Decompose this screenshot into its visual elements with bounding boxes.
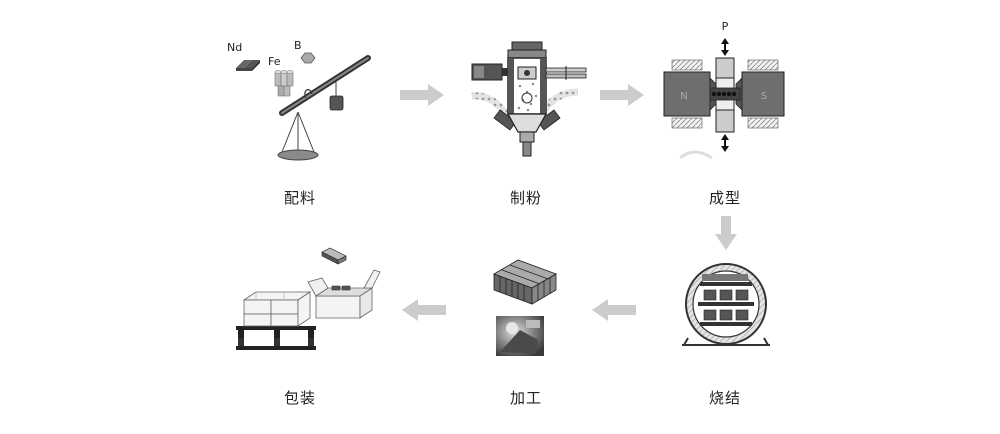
pole-s-label: S [761, 91, 767, 102]
flow-arrow-2-to-3 [600, 84, 644, 106]
packaging-illustration [236, 248, 380, 350]
element-nd-label: Nd [227, 41, 242, 54]
press-illustration: P N S [664, 20, 784, 158]
pressure-arrow-top-icon [721, 38, 729, 56]
element-fe-label: Fe [268, 55, 281, 68]
pole-n-label: N [680, 91, 687, 102]
machining-illustration [494, 260, 556, 356]
sintering-furnace-illustration [682, 264, 770, 345]
machining-photo [496, 316, 544, 356]
magnet-block-icon [322, 248, 346, 264]
step-label-batching: 配料 [240, 187, 360, 208]
b-hexagon-icon [301, 53, 315, 63]
step-label-powder-making: 制粉 [466, 187, 586, 208]
step-label-packaging: 包装 [240, 387, 360, 408]
pressure-arrow-bottom-icon [721, 134, 729, 152]
flow-arrow-4-to-5 [592, 299, 636, 321]
flow-arrow-5-to-6 [402, 299, 446, 321]
nd-ingots-icon [236, 60, 260, 71]
pressure-p-label: P [722, 20, 729, 33]
jet-mill-illustration [472, 42, 586, 156]
fe-cylinders-icon [275, 70, 293, 96]
step-label-pressing: 成型 [665, 187, 785, 208]
step-label-machining: 加工 [466, 387, 586, 408]
element-b-label: B [294, 39, 302, 52]
magnet-stack-icon [494, 260, 556, 304]
flow-arrow-1-to-2 [400, 84, 444, 106]
batching-illustration: Nd Fe B [227, 39, 368, 160]
flow-arrow-3-to-4 [715, 216, 737, 250]
step-label-sintering: 烧结 [665, 387, 785, 408]
